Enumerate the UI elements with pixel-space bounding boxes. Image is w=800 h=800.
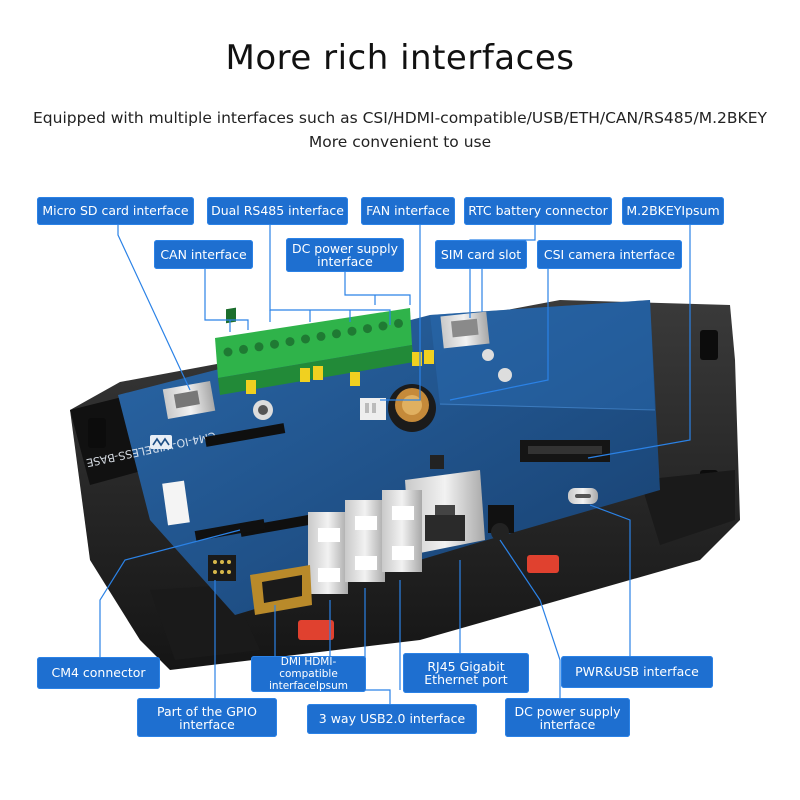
- callout-rj45: RJ45 Gigabit Ethernet port: [403, 653, 529, 693]
- terminal-screw: [378, 321, 388, 331]
- terminal-screw: [223, 347, 233, 357]
- dc-power-jack-top: [253, 400, 273, 420]
- callout-micro-sd: Micro SD card interface: [37, 197, 194, 225]
- callout-fan: FAN interface: [361, 197, 455, 225]
- din-clip: [527, 555, 559, 573]
- csi-connector: [204, 423, 321, 537]
- callout-dc-power-top: DC power supply interface: [286, 238, 404, 272]
- callout-can: CAN interface: [154, 240, 253, 269]
- leader-lines: [99, 224, 691, 705]
- hdmi-port: [250, 565, 312, 615]
- subtitle-line-2: More convenient to use: [308, 133, 492, 151]
- usb-c-port: [568, 488, 598, 504]
- subtitle-line-1: Equipped with multiple interfaces such a…: [33, 109, 767, 127]
- terminal-screw: [332, 329, 341, 339]
- terminal-screw: [316, 331, 326, 341]
- callout-rtc-battery: RTC battery connector: [464, 197, 612, 225]
- callout-usb2: 3 way USB2.0 interface: [307, 704, 477, 734]
- terminal-screw: [285, 337, 295, 347]
- page-title: More rich interfaces: [225, 38, 575, 78]
- terminal-screws: [223, 318, 403, 357]
- usb2-ports: [308, 490, 422, 594]
- terminal-screw: [254, 342, 264, 352]
- terminal-screw: [363, 324, 372, 334]
- callout-pwr-usb: PWR&USB interface: [561, 656, 713, 688]
- gpio-header: [208, 555, 236, 581]
- callout-hdmi: DMI HDMI-compatible interfaceIpsum: [251, 656, 366, 692]
- jumpers: [246, 350, 434, 394]
- callout-dc-power-bottom: DC power supply interface: [505, 698, 630, 737]
- callout-dual-rs485: Dual RS485 interface: [207, 197, 348, 225]
- m2-slot: [430, 440, 610, 469]
- callout-m2bkey: M.2BKEYIpsum: [622, 197, 724, 225]
- terminal-screw: [347, 326, 357, 336]
- rj45-port: [405, 470, 485, 555]
- rtc-battery-holder: [388, 384, 436, 432]
- label-sticker: [162, 480, 190, 526]
- din-clip: [298, 620, 334, 640]
- micro-sd-slot: [162, 381, 216, 419]
- callout-gpio: Part of the GPIO interface: [137, 698, 277, 737]
- fan-header: [360, 398, 386, 420]
- callout-cm4-connector: CM4 connector: [37, 657, 160, 689]
- terminal-screw: [239, 344, 248, 354]
- callout-csi-camera: CSI camera interface: [537, 240, 682, 269]
- logo-icon: [150, 435, 172, 449]
- dc-power-jack-bottom: [488, 505, 514, 541]
- terminal-screw: [394, 318, 403, 328]
- sim-card-slot: [440, 311, 512, 382]
- terminal-screw: [301, 334, 310, 344]
- cm4-connector: [194, 518, 266, 542]
- callout-sim-card: SIM card slot: [435, 240, 527, 269]
- terminal-screw: [270, 339, 279, 349]
